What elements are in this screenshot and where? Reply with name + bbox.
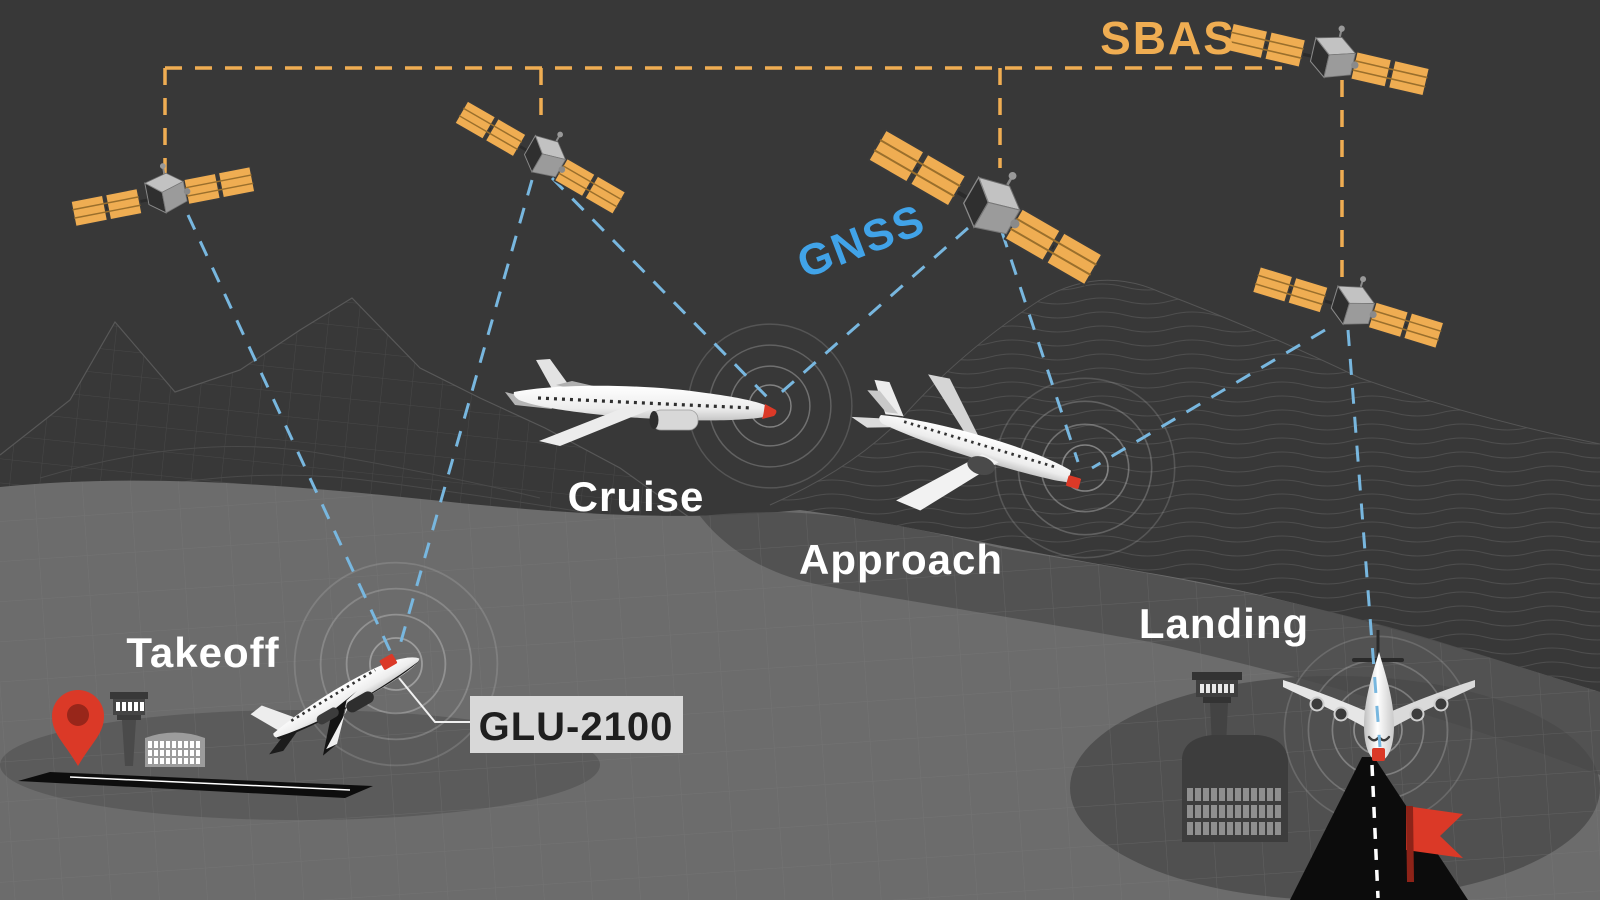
label-sbas: SBAS — [1100, 12, 1236, 64]
approach-aircraft — [851, 374, 1082, 511]
label-cruise: Cruise — [568, 473, 705, 520]
callout-box — [470, 696, 683, 753]
cruise-aircraft — [505, 359, 777, 446]
label-landing: Landing — [1139, 600, 1309, 647]
gnss-link-lines — [186, 176, 1382, 748]
landing-airport — [1182, 672, 1468, 900]
callout-label: GLU-2100 — [479, 705, 674, 749]
takeoff-aircraft — [250, 653, 420, 756]
gnss-line-sat3-cruise — [774, 226, 969, 400]
gnss-line-sat3-approach — [1000, 231, 1080, 463]
takeoff-runway — [18, 772, 373, 798]
glu-callout: GLU-2100 — [398, 677, 683, 753]
landing-aircraft — [1283, 630, 1475, 761]
location-pin-icon — [52, 690, 104, 766]
gnss-line-sat2-cruise — [550, 176, 772, 402]
red-flag-icon — [1406, 806, 1463, 882]
gnss-line-sat1-takeoff — [186, 214, 394, 656]
landing-terminal-building — [1182, 735, 1288, 842]
sbas-link-lines — [163, 66, 1344, 290]
label-approach: Approach — [799, 536, 1003, 583]
takeoff-airport — [18, 690, 373, 798]
takeoff-control-tower — [110, 692, 148, 766]
label-takeoff: Takeoff — [126, 629, 279, 676]
callout-leader-line — [398, 677, 470, 723]
gnss-line-sat2-takeoff — [396, 179, 534, 653]
takeoff-terminal-building — [145, 732, 205, 767]
terrain — [0, 480, 1600, 900]
landing-runway — [1290, 757, 1468, 900]
gnss-line-sat4-landing — [1346, 329, 1382, 748]
